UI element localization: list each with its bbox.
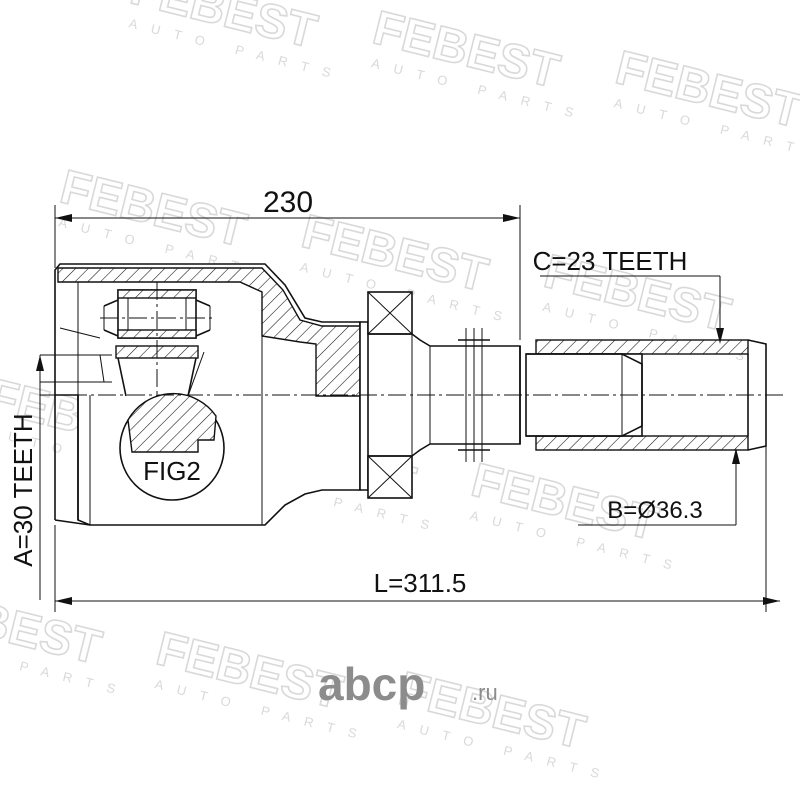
watermark-3: FEBEST AUTO PARTS (610, 41, 800, 164)
fig2-label: FIG2 (143, 456, 201, 486)
site-logo-name: abcp (318, 658, 425, 710)
watermark-2: FEBEST AUTO PARTS (367, 1, 588, 124)
cv-joint-part (40, 263, 785, 526)
site-logo-tld: .ru (472, 680, 498, 705)
watermark-1: FEBEST AUTO PARTS (125, 0, 346, 84)
dimension-230: 230 (263, 186, 313, 219)
watermark-10: FEBEST AUTO PARTS (0, 577, 131, 700)
dimensions: 230 C=23 TEETH B=Ø36.3 L=311.5 A=30 TEET… (8, 186, 780, 612)
dimension-length: L=311.5 (374, 568, 467, 598)
shaft-neck (359, 321, 369, 491)
dimension-c-teeth: C=23 TEETH (533, 246, 688, 276)
boot-clamp (367, 291, 413, 499)
housing-wall-section (57, 267, 361, 397)
watermark-12: FEBEST AUTO PARTS (393, 662, 614, 785)
site-logo: abcp .ru (318, 658, 498, 710)
dimension-b-diameter: B=Ø36.3 (607, 497, 702, 524)
tripod-roller (100, 282, 215, 405)
dimension-a-teeth: A=30 TEETH (8, 413, 38, 566)
